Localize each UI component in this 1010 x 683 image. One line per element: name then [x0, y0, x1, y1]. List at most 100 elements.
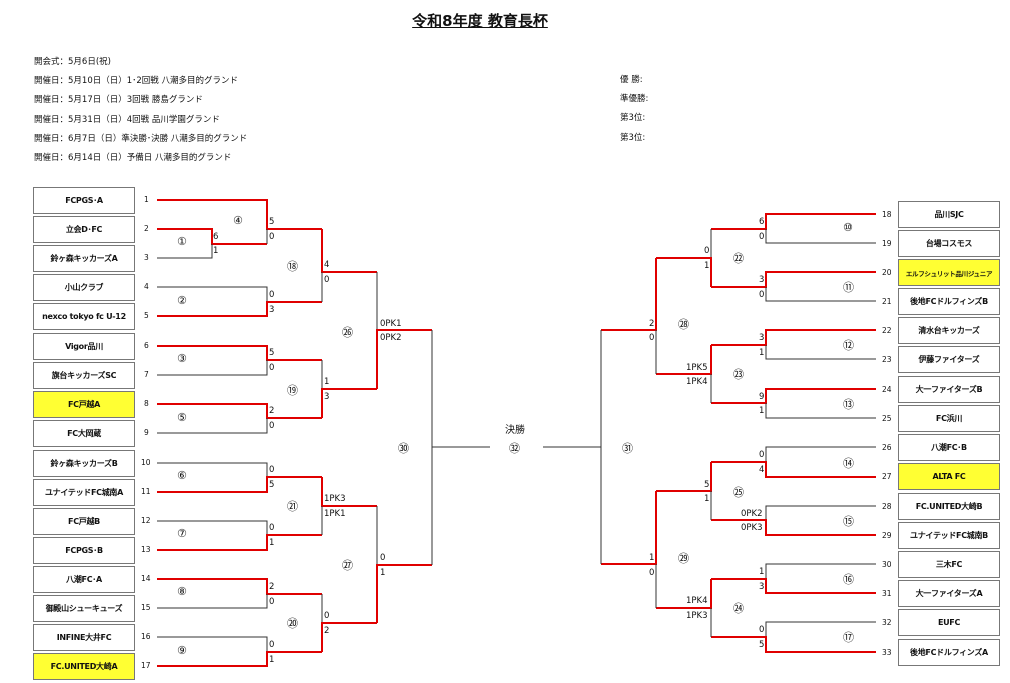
- schedule-line: 開会式：5月6日(祝): [34, 57, 111, 67]
- seed-number: 29: [882, 531, 892, 540]
- team-name: FC.UNITED大崎B: [915, 502, 983, 511]
- score: 5: [269, 480, 275, 490]
- score: 4: [759, 465, 765, 475]
- seed-number: 24: [882, 385, 892, 394]
- schedule-line: 開催日：5月31日（日）4回戦 品川学園グランド: [34, 114, 220, 125]
- score: 2: [324, 626, 330, 636]
- score: 0: [269, 640, 275, 650]
- score: 0: [269, 465, 275, 475]
- team-name: EUFC: [937, 618, 961, 627]
- match-number: ⑳: [287, 617, 298, 630]
- seed-number: 30: [882, 560, 892, 569]
- team-name: 八潮FC･A: [66, 575, 102, 584]
- team-name: ユナイテッドFC城南B: [910, 531, 988, 540]
- match-number: ④: [233, 214, 243, 227]
- score: 2: [269, 582, 275, 592]
- match-number: ②: [177, 294, 187, 307]
- placing-third: 第3位:: [620, 132, 646, 143]
- team-name: 小山クラブ: [64, 283, 104, 292]
- match-number: ⑦: [177, 527, 187, 540]
- team-box: 品川SJC: [898, 201, 1000, 228]
- team-box: 鈴ヶ森キッカーズB: [33, 450, 135, 477]
- score: 1PK3: [686, 611, 708, 621]
- team-box: FC浜川: [898, 405, 1000, 432]
- match-number: ㉔: [733, 602, 744, 615]
- team-box: FCPGS･A: [33, 187, 135, 214]
- score: 6: [213, 232, 219, 242]
- team-box: FC大岡蔵: [33, 420, 135, 447]
- score: 1PK3: [324, 494, 346, 504]
- placing-winner: 優 勝:: [620, 75, 643, 85]
- seed-number: 3: [144, 253, 149, 262]
- seed-number: 28: [882, 502, 892, 511]
- team-box: 清水台キッカーズ: [898, 317, 1000, 344]
- match-number: ㉗: [342, 559, 353, 572]
- team-name: INFINE大井FC: [56, 633, 112, 642]
- score: 0: [380, 553, 386, 563]
- match-number: ⑱: [287, 260, 298, 273]
- team-box: 八潮FC･A: [33, 566, 135, 593]
- score: 1: [704, 261, 710, 271]
- team-name: エルフシュリット品川ジュニア: [905, 269, 993, 278]
- score: 3: [759, 582, 765, 592]
- team-box: 伊藤ファイターズ: [898, 346, 1000, 373]
- match-number: ⑩: [843, 221, 853, 234]
- team-box-highlighted: FC戸越A: [33, 391, 135, 418]
- seed-number: 9: [144, 428, 149, 437]
- seed-number: 5: [144, 311, 149, 320]
- match-number: ㉓: [733, 368, 744, 381]
- team-box: FCPGS･B: [33, 537, 135, 564]
- match-number: ①: [177, 235, 187, 248]
- team-name: 台場コスモス: [925, 239, 973, 248]
- score: 1: [759, 348, 765, 358]
- score: 0: [759, 450, 765, 460]
- match-number: ㉒: [733, 252, 744, 265]
- score: 4: [324, 260, 330, 270]
- schedule-list: 開会式：5月6日(祝) 開催日：5月10日（日）1･2回戦 八潮多目的グランド …: [34, 53, 247, 168]
- seed-number: 20: [882, 268, 892, 277]
- team-box: FC戸越B: [33, 508, 135, 535]
- team-box-highlighted: ALTA FC: [898, 463, 1000, 490]
- seed-number: 19: [882, 239, 892, 248]
- team-name: ユナイテッドFC城南A: [44, 488, 124, 497]
- score: 1: [704, 494, 710, 504]
- score: 9: [759, 392, 765, 402]
- score: 0: [649, 333, 655, 343]
- seed-number: 8: [144, 399, 149, 408]
- team-box-highlighted: FC.UNITED大崎A: [33, 653, 135, 680]
- score: 0: [269, 232, 275, 242]
- match-number: ㉖: [342, 326, 353, 339]
- score: 0: [324, 275, 330, 285]
- score: 1PK4: [686, 596, 708, 606]
- score: 1PK1: [324, 509, 346, 519]
- score: 1: [649, 553, 655, 563]
- seed-number: 10: [141, 458, 151, 467]
- match-number: ⑯: [843, 573, 854, 586]
- team-name: 三木FC: [935, 560, 963, 569]
- team-box: ユナイテッドFC城南B: [898, 522, 1000, 549]
- team-box: Vigor品川: [33, 333, 135, 360]
- score: 0PK3: [741, 523, 763, 533]
- score: 0: [649, 568, 655, 578]
- seed-number: 21: [882, 297, 892, 306]
- team-box: 後地FCドルフィンズB: [898, 288, 1000, 315]
- match-number: ⑧: [177, 585, 187, 598]
- match-number: ⑫: [843, 339, 854, 352]
- team-box: 八潮FC･B: [898, 434, 1000, 461]
- score: 1PK4: [686, 377, 708, 387]
- match-number: ③: [177, 352, 187, 365]
- score: 1PK5: [686, 363, 708, 373]
- team-name: FC大岡蔵: [67, 429, 101, 438]
- team-name: 伊藤ファイターズ: [918, 355, 980, 364]
- seed-number: 31: [882, 589, 892, 598]
- team-name: Vigor品川: [65, 342, 103, 351]
- score: 2: [269, 406, 275, 416]
- match-number: ㉘: [678, 318, 689, 331]
- schedule-line: 開催日：5月10日（日）1･2回戦 八潮多目的グランド: [34, 76, 238, 87]
- team-box: nexco tokyo fc U-12: [33, 303, 135, 330]
- team-box-highlighted: エルフシュリット品川ジュニア: [898, 259, 1000, 286]
- team-name: 大一ファイターズB: [915, 385, 983, 394]
- final-label: 決勝: [505, 425, 525, 436]
- team-box: FC.UNITED大崎B: [898, 493, 1000, 520]
- match-number: ⑰: [843, 631, 854, 644]
